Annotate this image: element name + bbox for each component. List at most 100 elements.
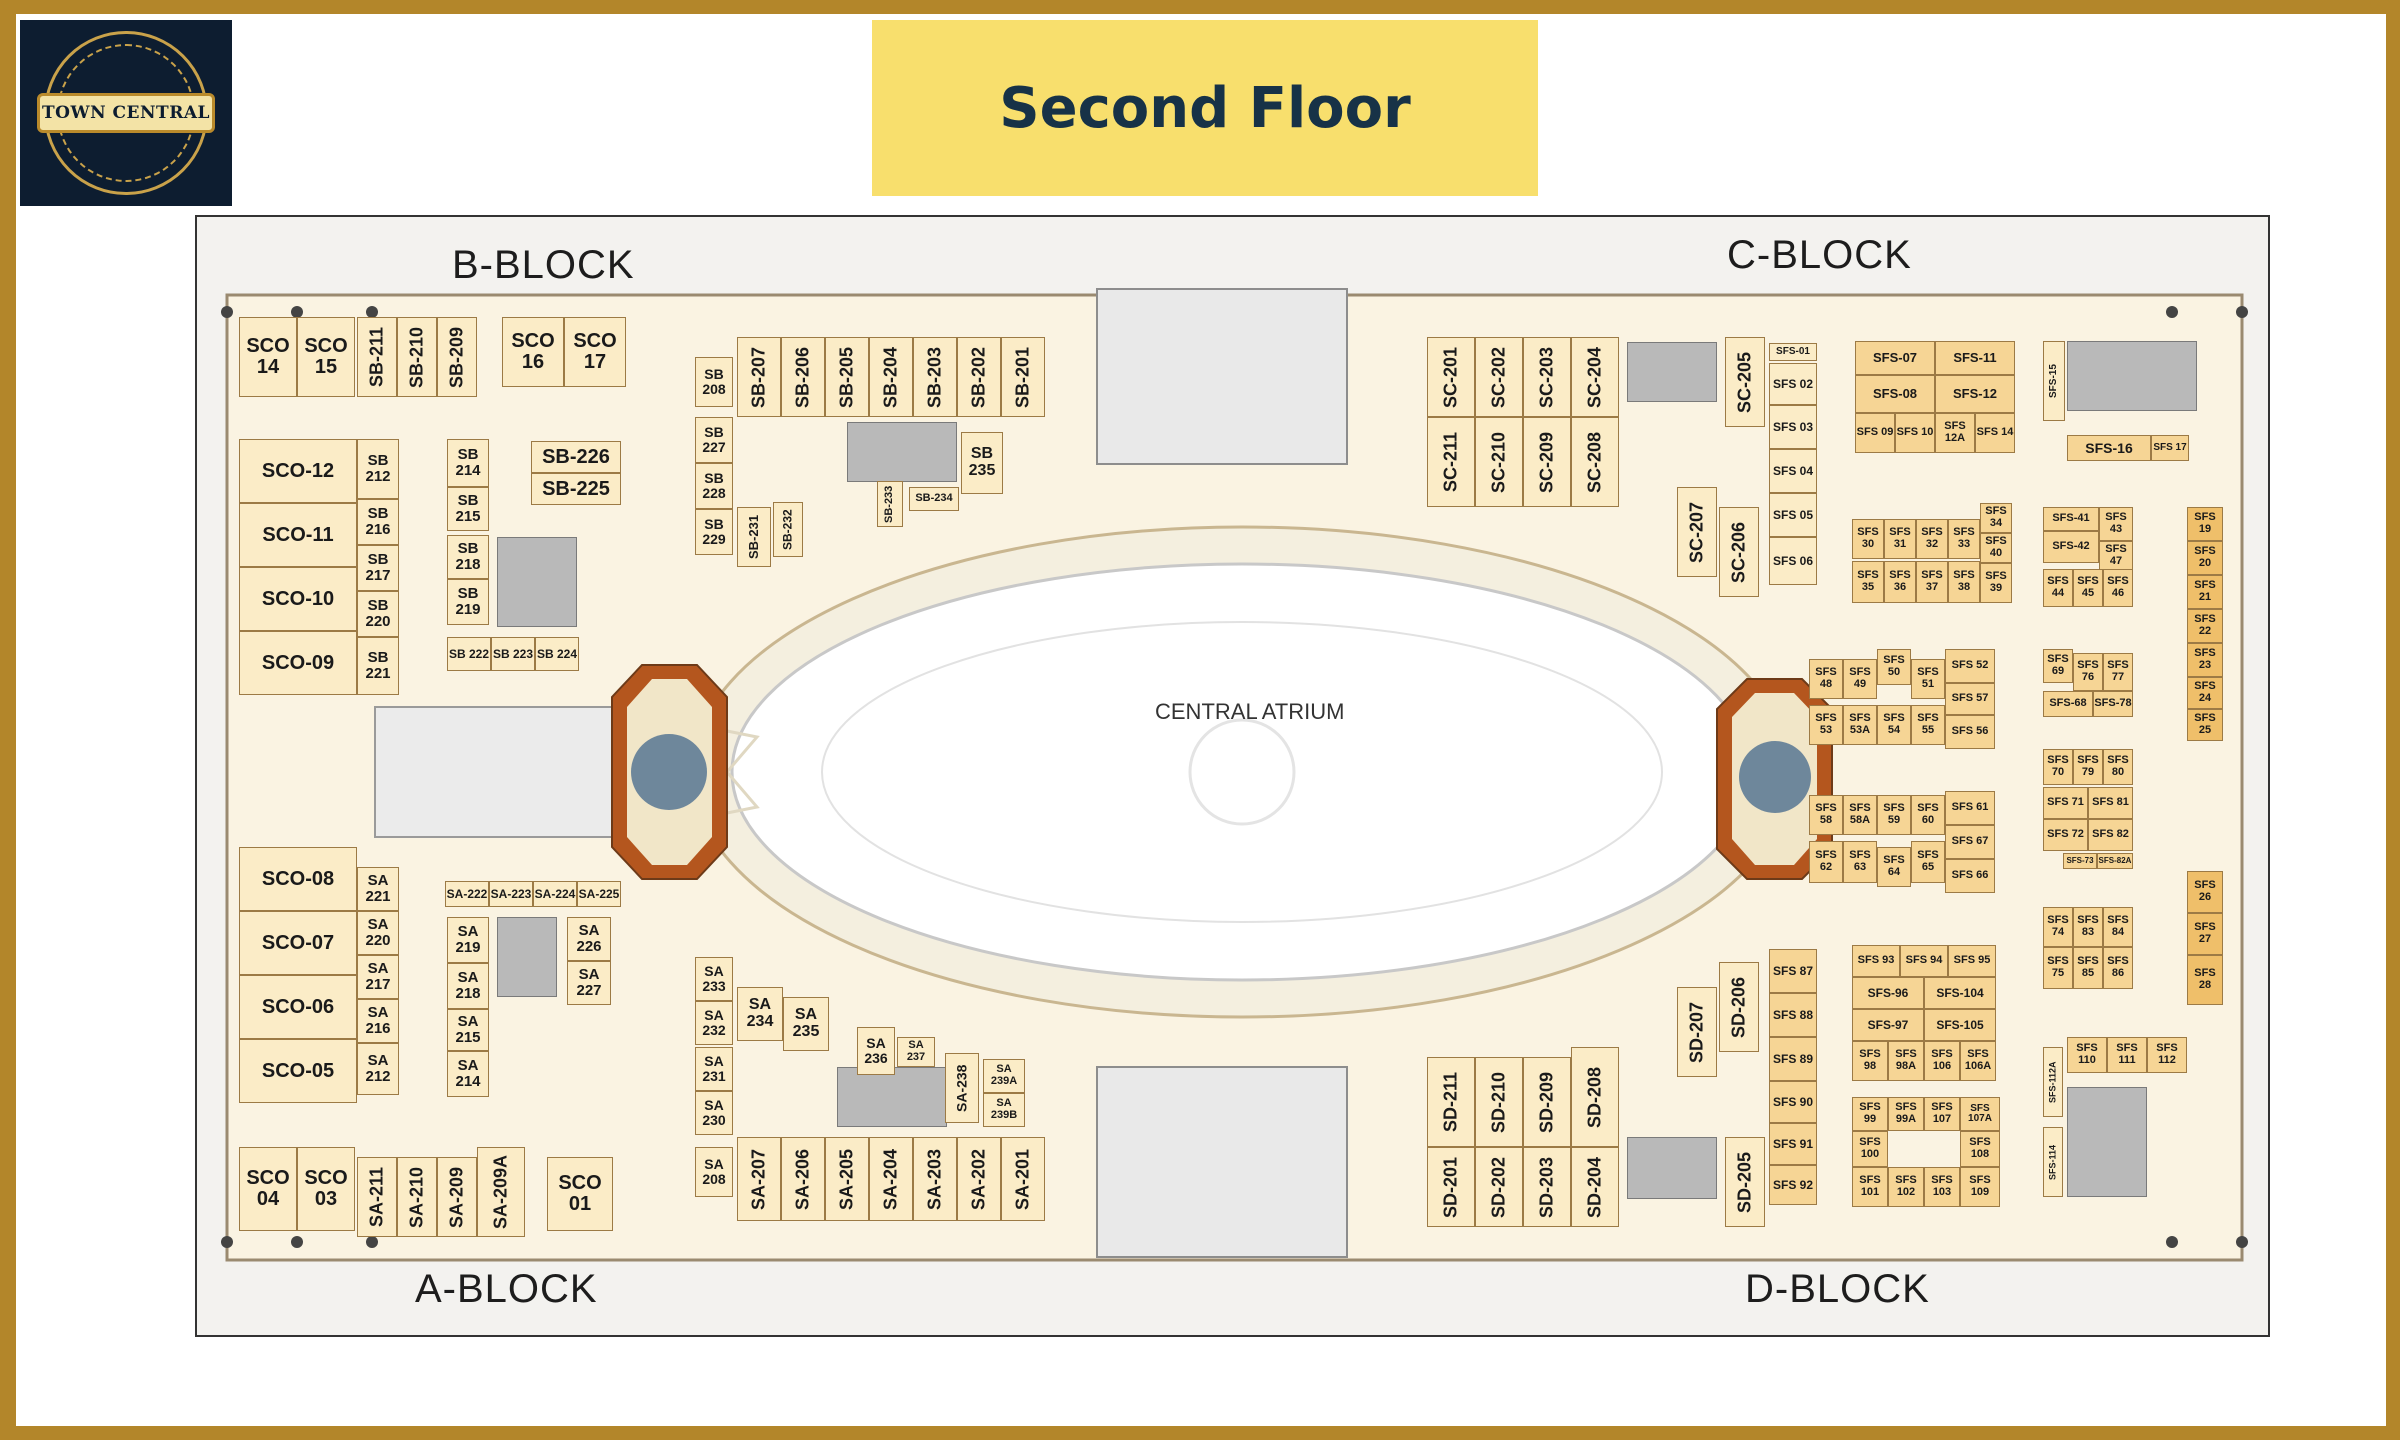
unit-sa-219[interactable]: SA 219: [447, 917, 489, 963]
unit-sfs-37[interactable]: SFS 37: [1916, 561, 1948, 603]
unit-sco-09[interactable]: SCO-09: [239, 631, 357, 695]
unit-sco-17[interactable]: SCO 17: [564, 317, 626, 387]
unit-sb-217[interactable]: SB 217: [357, 545, 399, 591]
unit-sfs-38[interactable]: SFS 38: [1948, 561, 1980, 603]
unit-sfs-27[interactable]: SFS 27: [2187, 913, 2223, 955]
unit-sfs-106[interactable]: SFS 106: [1924, 1041, 1960, 1081]
unit-sfs-11[interactable]: SFS-11: [1935, 341, 2015, 375]
unit-sfs-111[interactable]: SFS 111: [2107, 1037, 2147, 1073]
unit-sa-226[interactable]: SA 226: [567, 917, 611, 961]
unit-sfs-107a[interactable]: SFS 107A: [1960, 1097, 2000, 1131]
unit-sfs-39[interactable]: SFS 39: [1980, 563, 2012, 603]
unit-sfs-24[interactable]: SFS 24: [2187, 677, 2223, 709]
unit-sfs-51[interactable]: SFS 51: [1911, 659, 1945, 699]
unit-sa-224[interactable]: SA-224: [533, 881, 577, 907]
unit-sfs-67[interactable]: SFS 67: [1945, 825, 1995, 859]
unit-sb-224[interactable]: SB 224: [535, 637, 579, 671]
unit-sfs-09[interactable]: SFS 09: [1855, 413, 1895, 453]
unit-sb-202[interactable]: SB-202: [957, 337, 1001, 417]
unit-sfs-87[interactable]: SFS 87: [1769, 949, 1817, 993]
unit-sfs-92[interactable]: SFS 92: [1769, 1165, 1817, 1205]
unit-sb-215[interactable]: SB 215: [447, 487, 489, 531]
unit-sfs-05[interactable]: SFS 05: [1769, 493, 1817, 537]
unit-sfs-42[interactable]: SFS-42: [2043, 531, 2099, 563]
unit-sfs-50[interactable]: SFS 50: [1877, 649, 1911, 685]
unit-sa-203[interactable]: SA-203: [913, 1137, 957, 1221]
unit-sfs-83[interactable]: SFS 83: [2073, 907, 2103, 947]
unit-sfs-106a[interactable]: SFS 106A: [1960, 1041, 1996, 1081]
unit-sfs-102[interactable]: SFS 102: [1888, 1167, 1924, 1207]
unit-sa-239b[interactable]: SA 239B: [983, 1093, 1025, 1127]
unit-sfs-17[interactable]: SFS 17: [2151, 435, 2189, 461]
unit-sfs-03[interactable]: SFS 03: [1769, 405, 1817, 449]
unit-sb-216[interactable]: SB 216: [357, 499, 399, 545]
unit-sa-222[interactable]: SA-222: [445, 881, 489, 907]
unit-sfs-12a[interactable]: SFS 12A: [1935, 413, 1975, 453]
unit-sa-230[interactable]: SA 230: [695, 1091, 733, 1135]
unit-sa-204[interactable]: SA-204: [869, 1137, 913, 1221]
unit-sco-06[interactable]: SCO-06: [239, 975, 357, 1039]
unit-sfs-104[interactable]: SFS-104: [1924, 977, 1996, 1009]
unit-sfs-112[interactable]: SFS 112: [2147, 1037, 2187, 1073]
unit-sb-206[interactable]: SB-206: [781, 337, 825, 417]
unit-sa-227[interactable]: SA 227: [567, 961, 611, 1005]
unit-sfs-53a[interactable]: SFS 53A: [1843, 705, 1877, 745]
unit-sb-203[interactable]: SB-203: [913, 337, 957, 417]
unit-sco-07[interactable]: SCO-07: [239, 911, 357, 975]
unit-sco-05[interactable]: SCO-05: [239, 1039, 357, 1103]
unit-sfs-76[interactable]: SFS 76: [2073, 653, 2103, 691]
unit-sd-209[interactable]: SD-209: [1523, 1057, 1571, 1147]
unit-sa-207[interactable]: SA-207: [737, 1137, 781, 1221]
unit-sfs-33[interactable]: SFS 33: [1948, 519, 1980, 559]
unit-sfs-32[interactable]: SFS 32: [1916, 519, 1948, 559]
unit-sfs-82a[interactable]: SFS-82A: [2097, 853, 2133, 869]
unit-sfs-57[interactable]: SFS 57: [1945, 683, 1995, 715]
unit-sc-211[interactable]: SC-211: [1427, 417, 1475, 507]
unit-sb-209[interactable]: SB-209: [437, 317, 477, 397]
unit-sfs-73[interactable]: SFS-73: [2063, 853, 2097, 869]
unit-sfs-63[interactable]: SFS 63: [1843, 841, 1877, 883]
unit-sa-221[interactable]: SA 221: [357, 867, 399, 911]
unit-sfs-80[interactable]: SFS 80: [2103, 749, 2133, 785]
unit-sa-237[interactable]: SA 237: [897, 1037, 935, 1067]
unit-sc-207[interactable]: SC-207: [1677, 487, 1717, 577]
unit-sfs-08[interactable]: SFS-08: [1855, 375, 1935, 413]
unit-sfs-41[interactable]: SFS-41: [2043, 507, 2099, 531]
unit-sfs-10[interactable]: SFS 10: [1895, 413, 1935, 453]
unit-sfs-70[interactable]: SFS 70: [2043, 749, 2073, 785]
unit-sa-232[interactable]: SA 232: [695, 1001, 733, 1045]
unit-sfs-93[interactable]: SFS 93: [1852, 945, 1900, 977]
unit-sa-216[interactable]: SA 216: [357, 999, 399, 1043]
unit-sb-222[interactable]: SB 222: [447, 637, 491, 671]
unit-sfs-74[interactable]: SFS 74: [2043, 907, 2073, 947]
unit-sfs-107[interactable]: SFS 107: [1924, 1097, 1960, 1131]
unit-sb-201[interactable]: SB-201: [1001, 337, 1045, 417]
unit-sfs-81[interactable]: SFS 81: [2088, 787, 2133, 819]
unit-sfs-46[interactable]: SFS 46: [2103, 569, 2133, 607]
unit-sco-10[interactable]: SCO-10: [239, 567, 357, 631]
unit-sb-229[interactable]: SB 229: [695, 509, 733, 555]
unit-sa-231[interactable]: SA 231: [695, 1047, 733, 1091]
unit-sfs-91[interactable]: SFS 91: [1769, 1123, 1817, 1165]
unit-sb-207[interactable]: SB-207: [737, 337, 781, 417]
unit-sfs-31[interactable]: SFS 31: [1884, 519, 1916, 559]
unit-sfs-22[interactable]: SFS 22: [2187, 609, 2223, 643]
unit-sa-201[interactable]: SA-201: [1001, 1137, 1045, 1221]
unit-sa-211[interactable]: SA-211: [357, 1157, 397, 1237]
unit-sfs-109[interactable]: SFS 109: [1960, 1167, 2000, 1207]
unit-sco-03[interactable]: SCO 03: [297, 1147, 355, 1231]
unit-sfs-112a[interactable]: SFS-112A: [2043, 1047, 2063, 1117]
unit-sco-08[interactable]: SCO-08: [239, 847, 357, 911]
unit-sfs-100[interactable]: SFS 100: [1852, 1131, 1888, 1167]
unit-sb-212[interactable]: SB 212: [357, 439, 399, 499]
unit-sfs-86[interactable]: SFS 86: [2103, 947, 2133, 989]
unit-sa-215[interactable]: SA 215: [447, 1009, 489, 1051]
unit-sfs-69[interactable]: SFS 69: [2043, 649, 2073, 683]
unit-sfs-52[interactable]: SFS 52: [1945, 649, 1995, 683]
unit-sb-218[interactable]: SB 218: [447, 535, 489, 579]
unit-sd-203[interactable]: SD-203: [1523, 1147, 1571, 1227]
unit-sfs-95[interactable]: SFS 95: [1948, 945, 1996, 977]
unit-sfs-20[interactable]: SFS 20: [2187, 541, 2223, 575]
unit-sfs-16[interactable]: SFS-16: [2067, 435, 2151, 461]
unit-sb-232[interactable]: SB-232: [773, 502, 803, 557]
